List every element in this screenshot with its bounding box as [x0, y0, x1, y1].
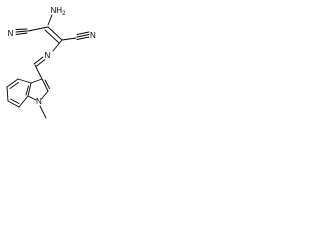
bond-cn-left-single	[27, 26, 49, 32]
bond-c6-c7-inner	[10, 98, 20, 104]
bond-imine-double-a	[33, 56, 44, 65]
structure-drawing: NH2 N N N N	[6, 6, 96, 119]
bond-cn-right-single	[61, 37, 77, 41]
nitrile-right-label: N	[90, 31, 96, 40]
amine-label: NH2	[51, 6, 67, 17]
bond-to-imine	[52, 39, 63, 52]
bond-c3-c2-inner	[44, 79, 50, 89]
bond-alkene-inner	[44, 29, 60, 44]
bond-amine	[47, 14, 53, 26]
bond-cn-right-triple-a	[76, 34, 90, 38]
imine-label: N	[45, 51, 51, 60]
bond-c2-n1	[41, 90, 49, 100]
molecule-structure: NH2 N N N N	[0, 0, 103, 141]
bond-c3a-c7a-inner	[25, 85, 29, 96]
bond-c3-c2	[41, 78, 49, 92]
bond-cn-left-triple-a	[15, 30, 28, 33]
bond-cn-left-triple-b	[15, 32, 28, 35]
bond-cn-left-triple-c	[15, 28, 28, 30]
bond-c4-c5	[6, 78, 19, 88]
bond-imine-double-b	[35, 59, 46, 67]
bond-cn-right-triple-c	[76, 31, 90, 35]
bond-c5-c6	[6, 86, 9, 102]
bond-c3a-c7a	[27, 82, 32, 97]
indole-n-label: N	[36, 97, 42, 106]
bond-n-methyl	[39, 105, 47, 119]
bond-alkene	[47, 26, 63, 41]
bond-n1-c7a	[27, 95, 37, 101]
bond-c4-c5-inner	[9, 82, 19, 89]
bond-c3-c3a	[30, 78, 43, 84]
bond-c7-c7a	[18, 95, 29, 108]
bond-ch-c3	[34, 64, 43, 80]
nitrile-left-label: N	[8, 29, 14, 38]
bond-c3a-c4	[17, 78, 32, 84]
bond-c6-c7	[7, 100, 20, 108]
bond-cn-right-triple-b	[76, 36, 90, 40]
